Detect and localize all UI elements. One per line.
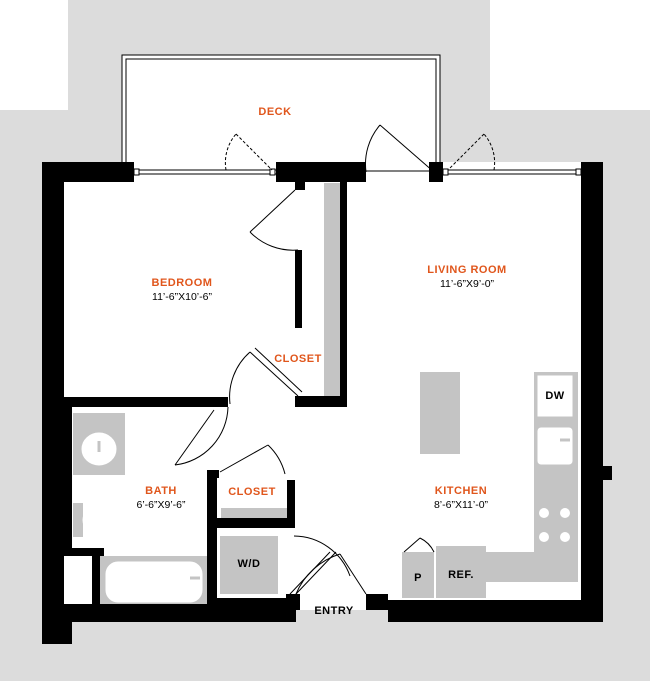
deck-floor (122, 55, 440, 173)
wall-tub-north (64, 548, 104, 556)
wall-hall-closet-north (207, 470, 219, 478)
label-living-room: LIVING ROOM (427, 264, 506, 276)
wall-north-mid (276, 162, 366, 182)
walls (42, 162, 612, 644)
label-pantry: P (414, 572, 422, 584)
door-bedroom (249, 189, 299, 251)
washer-dryer (220, 536, 278, 594)
label-washer-dryer: W/D (238, 558, 261, 570)
entry-jamb-right (366, 594, 388, 610)
dishwasher-panel (537, 375, 573, 417)
windows (134, 169, 581, 175)
wall-west (42, 162, 64, 620)
wall-bedroom-south (42, 397, 228, 407)
window-mullions (133, 168, 582, 176)
label-kitchen: KITCHEN (435, 485, 487, 497)
room-labels: DECK BEDROOM 11’-6”X10’-6” LIVING ROOM 1… (136, 106, 564, 617)
wall-east-jog (598, 466, 612, 480)
wall-hall-closet-south (207, 518, 295, 528)
wall-bath-east (207, 470, 217, 610)
apartment-floor (42, 162, 600, 622)
wall-south-right (388, 600, 603, 622)
wall-south-foot (42, 604, 72, 644)
doors (174, 124, 496, 595)
wall-east (581, 162, 603, 622)
wall-north-post (429, 162, 443, 182)
wall-bath-north-left (64, 403, 72, 553)
kitchen-sink (537, 427, 573, 465)
label-closet-bedroom: CLOSET (274, 353, 322, 365)
dims-bath: 6’-6”X9’-6” (136, 499, 186, 511)
closet-jamb (295, 182, 305, 190)
label-bath: BATH (145, 485, 177, 497)
wall-tub-west (92, 548, 100, 610)
stove (534, 500, 578, 552)
label-dishwasher: DW (545, 390, 564, 402)
door-hall-closet (219, 444, 286, 475)
refrigerator (436, 546, 486, 598)
wall-laundry-south (207, 598, 291, 606)
dims-kitchen: 8’-6”X11’-0” (434, 499, 489, 511)
label-entry: ENTRY (314, 605, 354, 617)
fixture-details (81, 375, 573, 603)
wall-closet-divider (295, 250, 302, 328)
door-pantry (403, 537, 435, 553)
wall-south-left (42, 604, 296, 622)
dims-bedroom: 11’-6”X10’-6” (152, 291, 212, 303)
label-refrigerator: REF. (448, 569, 474, 581)
door-deck-main (365, 124, 435, 173)
label-bedroom: BEDROOM (152, 277, 213, 289)
tub-basin (105, 561, 203, 603)
wall-bedroom-closet-east (340, 175, 347, 407)
door-deck-right (447, 133, 496, 171)
pantry (402, 552, 434, 598)
kitchen-counter-lower (486, 552, 578, 582)
closet-shelf (324, 183, 340, 397)
hall-closet-shelf (221, 508, 287, 520)
kitchen-island (420, 372, 460, 454)
dims-living-room: 11’-6”X9’-0” (440, 278, 495, 290)
door-bedroom-closet (229, 347, 303, 405)
door-bath (174, 406, 229, 466)
wall-north-left (42, 162, 134, 182)
label-deck: DECK (258, 106, 291, 118)
label-closet-hall: CLOSET (228, 486, 276, 498)
door-deck-left (224, 133, 273, 171)
deck-railing (121, 54, 441, 172)
toilet-tank (73, 503, 83, 537)
wall-hall-closet-east (287, 480, 295, 522)
door-entry (295, 553, 367, 595)
toilet-bowl (82, 505, 116, 535)
wall-closet-south-stub (295, 396, 347, 407)
faucet-marks (97, 438, 570, 580)
